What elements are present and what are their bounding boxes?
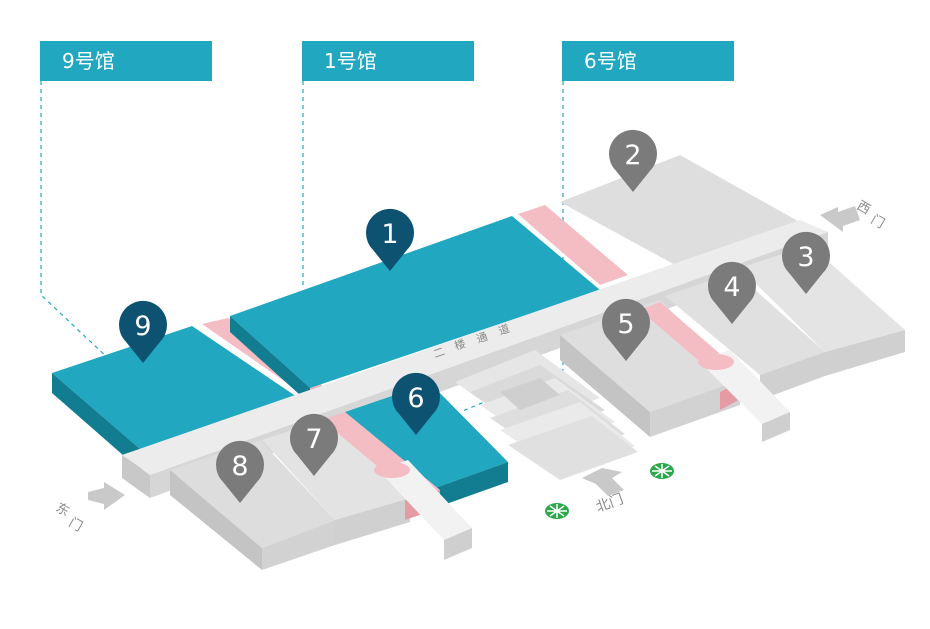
map-pin-8[interactable]: 8 — [215, 440, 264, 503]
svg-text:东: 东 — [53, 500, 72, 519]
svg-text:门: 门 — [66, 515, 85, 534]
building-8[interactable] — [170, 440, 335, 570]
pin-number: 2 — [624, 140, 641, 171]
pin-marker-icon — [708, 261, 756, 324]
map-pin-3[interactable]: 3 — [782, 231, 831, 294]
pin-number: 6 — [407, 383, 424, 414]
pin-marker-icon — [119, 300, 167, 363]
west-gate[interactable]: 西 门 — [820, 198, 887, 232]
pin-number: 5 — [617, 309, 634, 340]
leader-hall-9 — [40, 81, 111, 361]
map-pin-5[interactable]: 5 — [602, 298, 650, 361]
hall-6-label: 6号馆 — [562, 41, 734, 81]
pin-number: 8 — [231, 451, 248, 482]
pin-marker-icon — [392, 372, 440, 435]
pins: 1 2 3 4 5 6 7 8 9 — [119, 129, 831, 503]
bridge-1-2 — [518, 205, 628, 285]
hall-9-label: 9号馆 — [40, 41, 212, 81]
pin-marker-icon — [290, 413, 339, 476]
pin-marker-icon — [366, 208, 415, 271]
pin-marker-icon — [602, 298, 650, 361]
bridge-left — [322, 412, 472, 560]
svg-text:通: 通 — [475, 330, 490, 346]
bridge-right — [640, 302, 790, 442]
svg-text:道: 道 — [496, 321, 511, 338]
corridor-label: 二 楼 通 道 — [432, 321, 512, 361]
north-gate[interactable]: 北门 — [582, 468, 626, 516]
pin-marker-icon — [782, 231, 831, 294]
east-gate[interactable]: 东 门 — [53, 482, 125, 535]
pin-marker-icon — [609, 129, 657, 192]
map-pin-1[interactable]: 1 — [366, 208, 415, 271]
building-4[interactable] — [665, 272, 825, 400]
svg-text:门: 门 — [868, 212, 887, 231]
pin-marker-icon — [215, 440, 264, 503]
map-pin-9[interactable]: 9 — [119, 300, 167, 363]
hall-1[interactable] — [230, 216, 600, 404]
svg-text:二: 二 — [432, 345, 447, 361]
building-3[interactable] — [740, 245, 905, 376]
pin-number: 1 — [381, 219, 398, 250]
pin-number: 4 — [723, 272, 740, 303]
svg-text:楼: 楼 — [452, 336, 467, 353]
pin-number: 3 — [797, 242, 814, 273]
hall-1-label: 1号馆 — [302, 41, 474, 81]
map-pin-2[interactable]: 2 — [609, 129, 657, 192]
metro-icon — [650, 463, 674, 479]
metro-icon — [545, 503, 569, 519]
pin-number: 7 — [305, 424, 322, 455]
svg-text:北门: 北门 — [594, 491, 626, 516]
svg-text:西: 西 — [854, 198, 873, 217]
pin-number: 9 — [134, 311, 151, 342]
map-pin-7[interactable]: 7 — [290, 413, 339, 476]
north-stairs — [455, 350, 638, 480]
map-pin-4[interactable]: 4 — [708, 261, 756, 324]
map-pin-6[interactable]: 6 — [392, 372, 440, 435]
